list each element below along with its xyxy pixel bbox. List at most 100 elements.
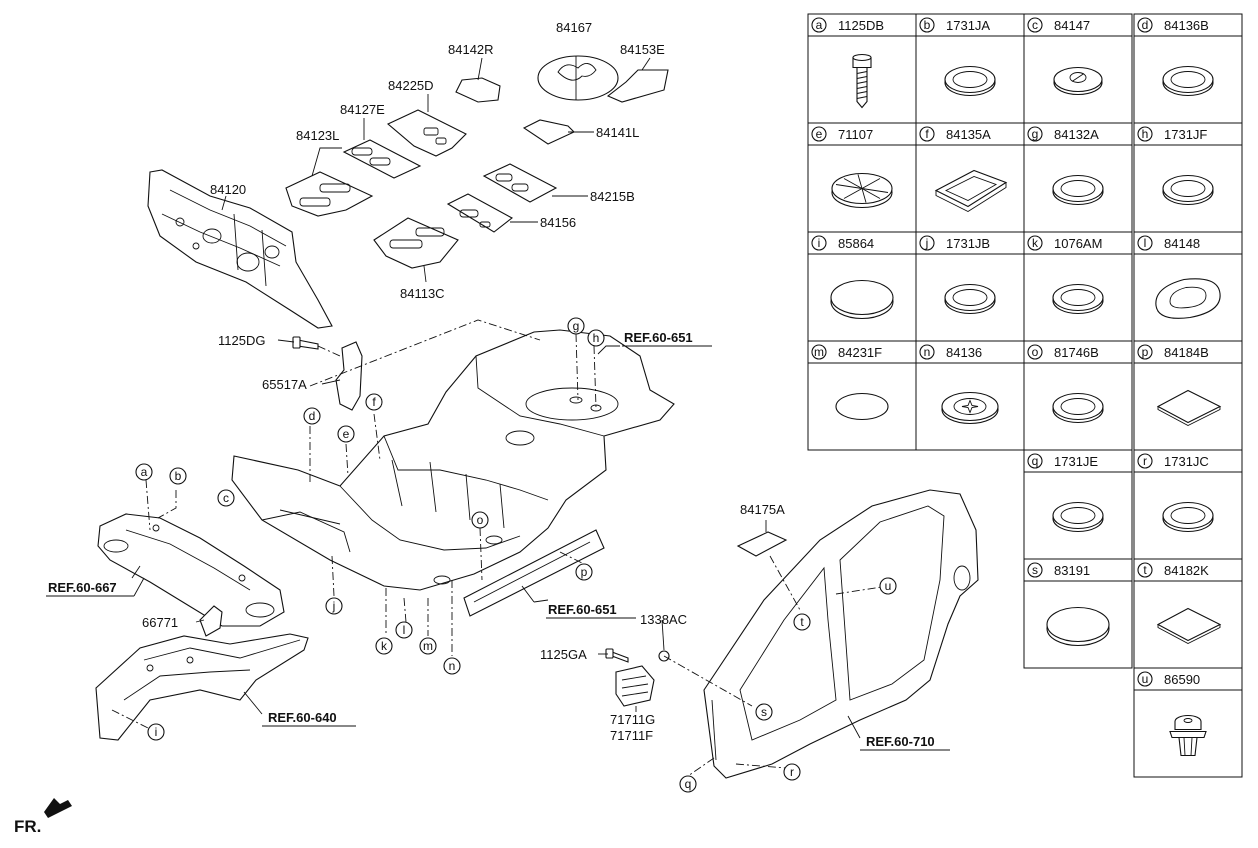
ref-60-651-top[interactable]: REF.60-651: [622, 330, 712, 347]
pad-84142R[interactable]: [455, 77, 501, 103]
cell-letter: p: [1142, 345, 1149, 359]
callout-m: m: [419, 637, 437, 655]
ref-60-640[interactable]: REF.60-640: [262, 710, 356, 727]
cell-letter: d: [1142, 18, 1149, 32]
cell-part-number: 86590: [1164, 672, 1200, 687]
label-84120: 84120: [210, 182, 246, 197]
callout-e: e: [337, 425, 355, 443]
cell-letter: g: [1032, 127, 1039, 141]
cell-letter: q: [1032, 454, 1039, 468]
svg-text:b: b: [175, 469, 182, 483]
label-1125GA: 1125GA: [540, 647, 587, 662]
handle-71711[interactable]: [615, 665, 655, 707]
svg-text:p: p: [581, 565, 588, 579]
callout-n: n: [443, 657, 461, 675]
side-body-panel[interactable]: [703, 489, 979, 779]
pad-84215B[interactable]: [482, 163, 558, 203]
clip-icon: [1169, 714, 1207, 757]
front-cross-member[interactable]: [95, 633, 309, 741]
plug-icon: [1053, 66, 1103, 96]
cell-letter: a: [816, 18, 823, 32]
grommet-icon: [1052, 392, 1104, 424]
cell-part-number: 84136B: [1164, 18, 1209, 33]
ref-60-667[interactable]: REF.60-667: [46, 577, 145, 597]
grommet-icon: [1162, 501, 1214, 533]
svg-text:REF.60-651: REF.60-651: [548, 602, 617, 617]
cell-letter: u: [1142, 672, 1149, 686]
pad-84175A[interactable]: [736, 531, 788, 557]
oval-grommet-icon: [1155, 278, 1221, 319]
callout-a: a: [135, 463, 153, 481]
label-84156: 84156: [540, 215, 576, 230]
cell-letter: h: [1142, 127, 1149, 141]
callout-c: c: [217, 489, 235, 507]
pad-84167[interactable]: [537, 55, 619, 101]
cell-part-number: 1731JA: [946, 18, 990, 33]
label-65517A: 65517A: [262, 377, 307, 392]
cell-part-number: 1076AM: [1054, 236, 1102, 251]
label-84167: 84167: [556, 20, 592, 35]
bracket-65517A[interactable]: [335, 341, 363, 411]
callout-r: r: [783, 763, 801, 781]
svg-text:r: r: [790, 765, 794, 779]
pad-84123L[interactable]: [285, 171, 374, 217]
pad-84127E[interactable]: [342, 139, 422, 179]
bolt-1125GA[interactable]: [605, 648, 629, 663]
pad-84141L[interactable]: [522, 119, 575, 145]
cell-part-number: 1731JB: [946, 236, 990, 251]
pad-84156[interactable]: [446, 193, 514, 233]
square-pad-icon: [1156, 389, 1222, 427]
callout-b: b: [169, 467, 187, 485]
cell-letter: c: [1032, 18, 1038, 32]
label-84215B: 84215B: [590, 189, 635, 204]
grommet-icon: [944, 65, 996, 97]
cell-part-number: 71107: [838, 127, 873, 142]
cell-part-number: 84132A: [1054, 127, 1099, 142]
svg-text:s: s: [761, 705, 767, 719]
side-sill-rail[interactable]: [463, 529, 605, 617]
floor-panel[interactable]: [231, 329, 675, 591]
svg-text:o: o: [477, 513, 484, 527]
cell-part-number: 84148: [1164, 236, 1200, 251]
svg-text:m: m: [423, 639, 433, 653]
cell-part-number: 81746B: [1054, 345, 1099, 360]
bolt-1125DG[interactable]: [292, 336, 319, 350]
square-pad-icon: [1156, 607, 1222, 645]
dash-panel-84120[interactable]: [147, 169, 333, 329]
cell-letter: o: [1032, 345, 1039, 359]
svg-text:u: u: [885, 579, 892, 593]
pad-84153E[interactable]: [606, 69, 669, 103]
grommet-icon: [1052, 283, 1104, 315]
ref-60-651-mid[interactable]: REF.60-651: [546, 602, 636, 619]
svg-text:REF.60-710: REF.60-710: [866, 734, 935, 749]
svg-text:REF.60-667: REF.60-667: [48, 580, 117, 595]
cross-plug-icon: [831, 172, 893, 209]
label-84142R: 84142R: [448, 42, 494, 57]
cowl-panel[interactable]: [97, 513, 285, 627]
pad-66771[interactable]: [199, 605, 223, 637]
cell-part-number: 84147: [1054, 18, 1090, 33]
pad-84225D[interactable]: [386, 109, 467, 157]
cell-letter: t: [1143, 563, 1147, 577]
callout-d: d: [303, 407, 321, 425]
grommet-icon: [944, 283, 996, 315]
cell-letter: r: [1143, 454, 1147, 468]
label-84153E: 84153E: [620, 42, 665, 57]
pad-84113C[interactable]: [373, 217, 459, 269]
ref-60-710[interactable]: REF.60-710: [860, 734, 950, 751]
table-cell-o: o 81746B: [1023, 340, 1133, 451]
label-66771: 66771: [142, 615, 178, 630]
callout-f: f: [365, 393, 383, 411]
table-cell-a: a 1125DB: [807, 13, 917, 124]
cell-part-number: 1125DB: [838, 18, 884, 33]
callout-k: k: [375, 637, 393, 655]
cell-part-number: 85864: [838, 236, 874, 251]
svg-text:a: a: [141, 465, 148, 479]
